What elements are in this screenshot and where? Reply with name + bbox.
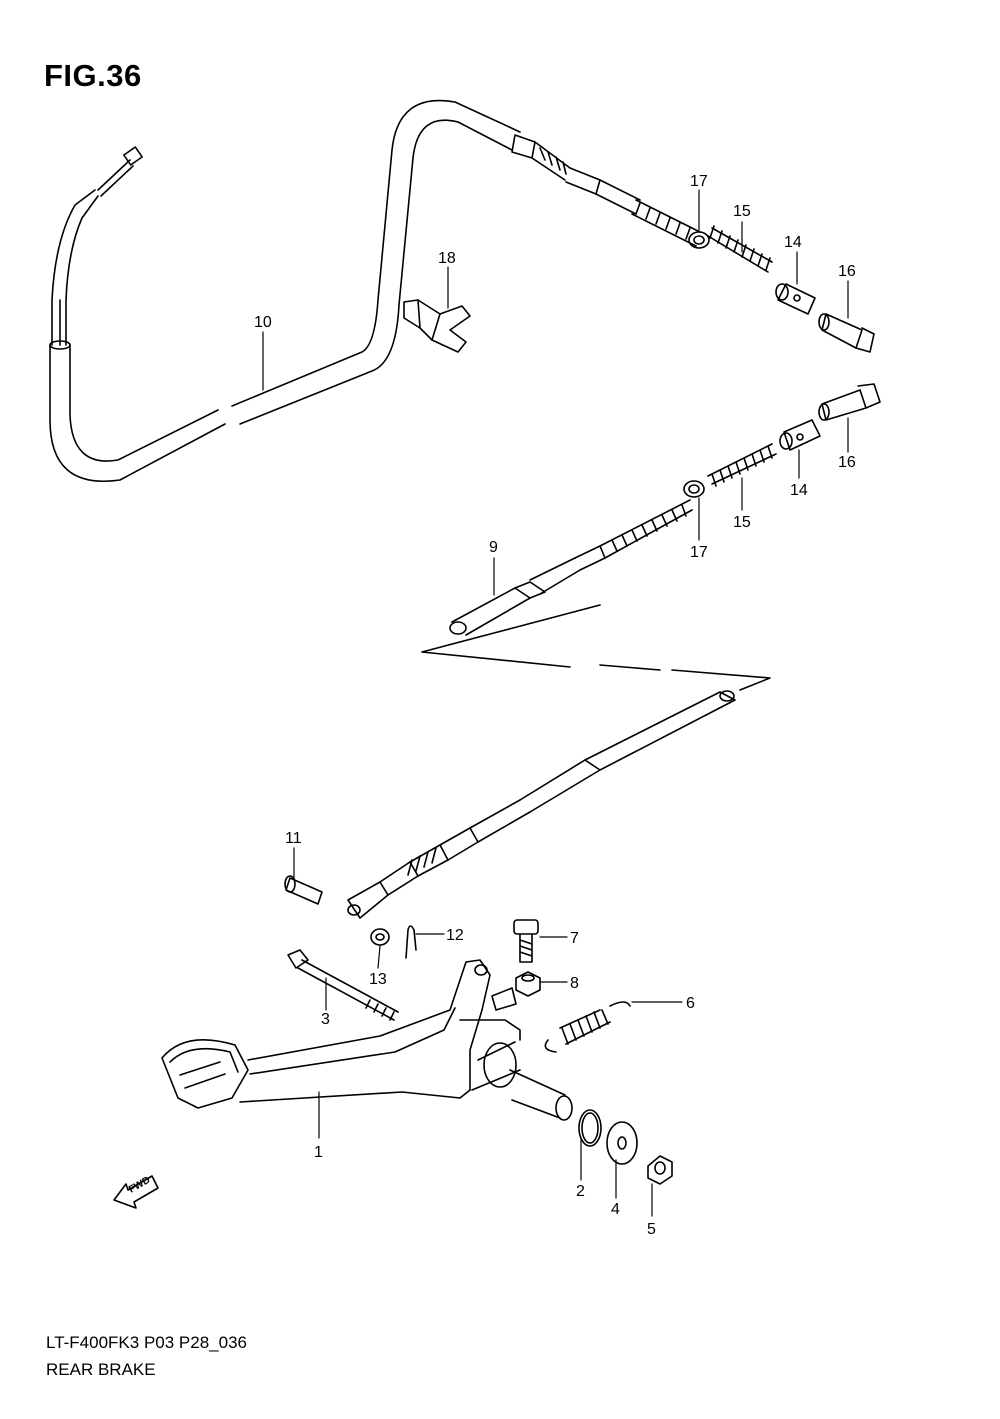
leader-lines — [262, 189, 849, 1217]
fwd-marker-label: FWD — [127, 1175, 152, 1196]
return-spring — [544, 1001, 631, 1053]
callout-17-lower: 17 — [690, 544, 708, 561]
lower-adjuster-parts — [683, 383, 881, 498]
pivot-hardware — [578, 1109, 673, 1185]
lower-brake-cable — [347, 499, 771, 919]
pivot-bolt — [287, 949, 399, 1021]
callout-9: 9 — [489, 539, 498, 556]
brake-pedal — [161, 959, 573, 1121]
cable-clamp — [403, 299, 471, 353]
forward-arrow-icon — [113, 1175, 159, 1209]
callout-14-lower: 14 — [790, 482, 808, 499]
callout-3: 3 — [321, 1011, 330, 1028]
callout-17-upper: 17 — [690, 173, 708, 190]
callout-12: 12 — [446, 927, 464, 944]
pedal-pin — [491, 987, 517, 1011]
callout-16-upper: 16 — [838, 263, 856, 280]
figure-title: FIG.36 — [44, 58, 142, 93]
callout-15-upper: 15 — [733, 203, 751, 220]
callout-15-lower: 15 — [733, 514, 751, 531]
callout-6: 6 — [686, 995, 695, 1012]
upper-brake-cable — [49, 99, 701, 482]
upper-adjuster-parts — [688, 225, 875, 353]
callout-5: 5 — [647, 1221, 656, 1238]
section-name: REAR BRAKE — [46, 1360, 156, 1379]
callout-14-upper: 14 — [784, 234, 802, 251]
callout-11: 11 — [285, 830, 302, 847]
callout-1: 1 — [314, 1144, 323, 1161]
callout-7: 7 — [570, 930, 579, 947]
callout-16-lower: 16 — [838, 454, 856, 471]
callout-18: 18 — [438, 250, 456, 267]
callout-4: 4 — [611, 1201, 620, 1218]
callout-13: 13 — [369, 971, 387, 988]
callout-2: 2 — [576, 1183, 585, 1200]
model-code: LT-F400FK3 P03 P28_036 — [46, 1333, 247, 1352]
small-hardware — [284, 875, 541, 997]
callout-10: 10 — [254, 314, 272, 331]
callout-8: 8 — [570, 975, 579, 992]
